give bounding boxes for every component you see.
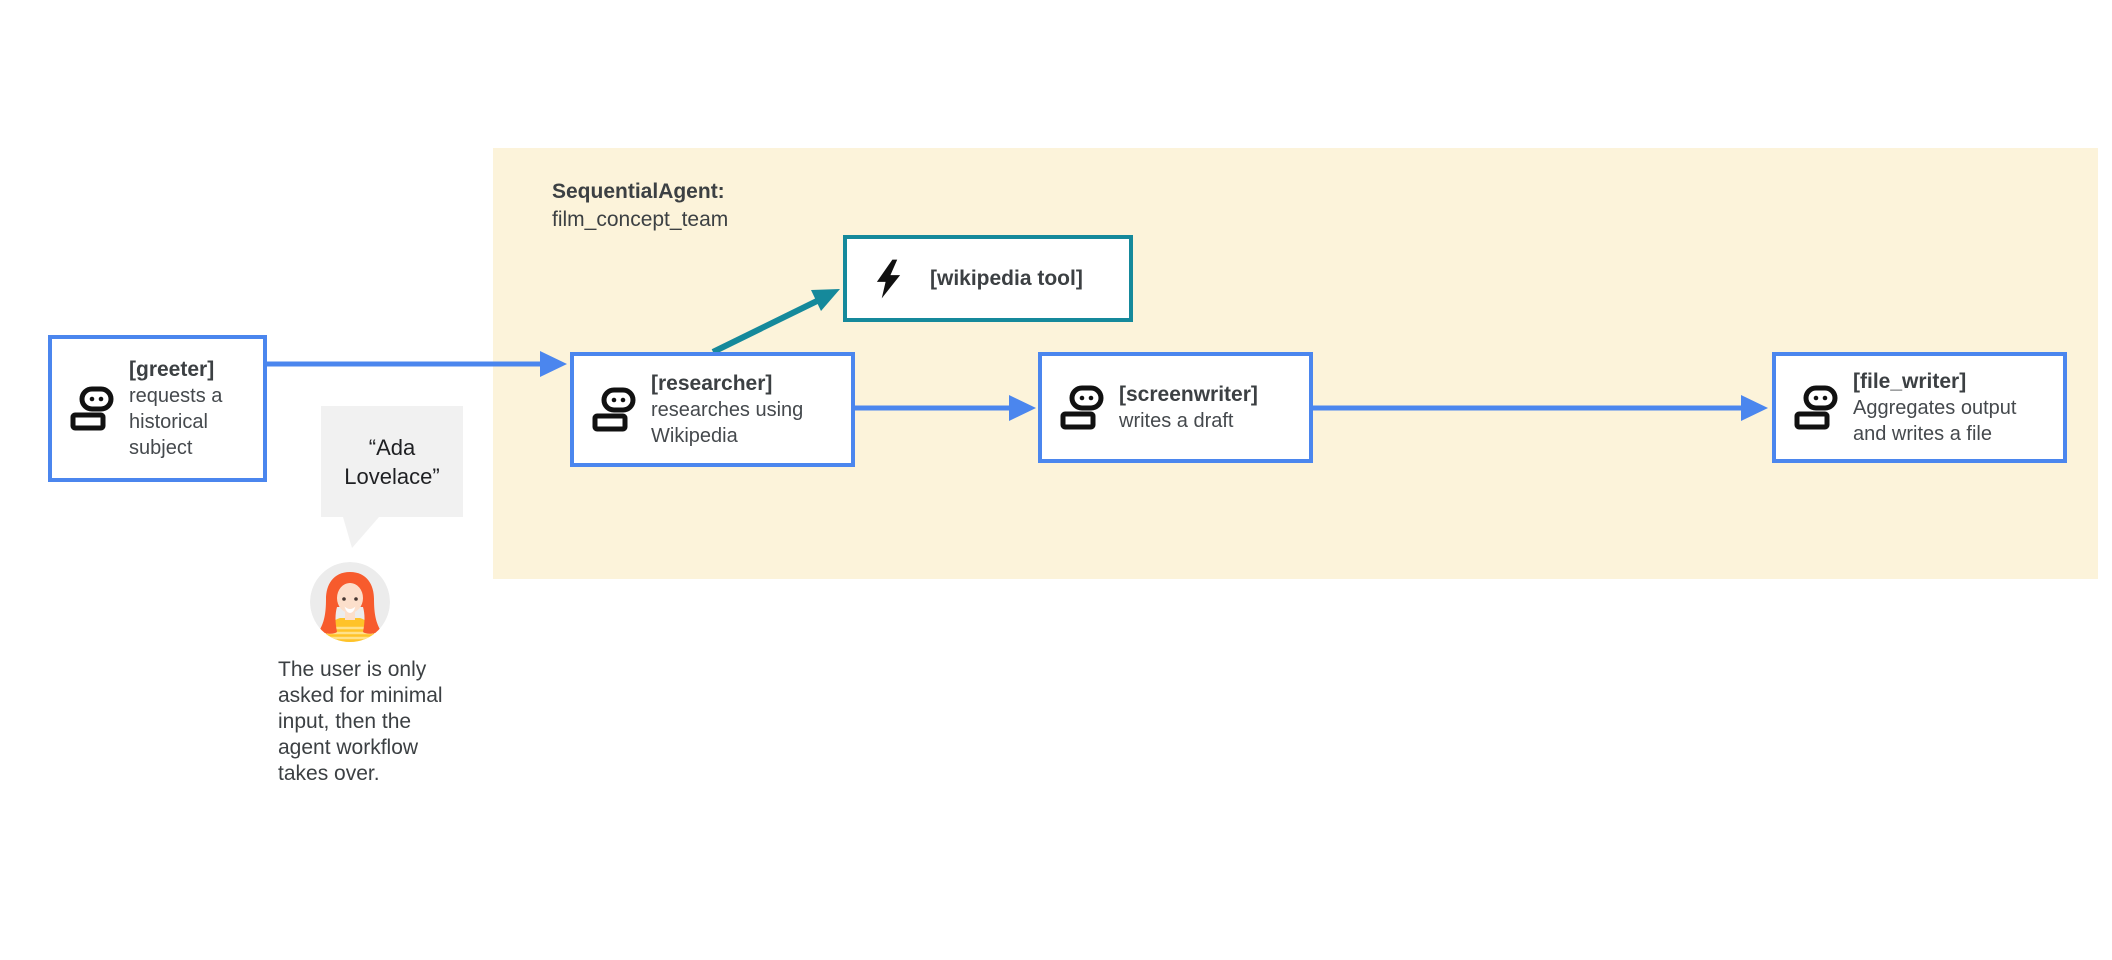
node-greeter-description: requests a historical subject xyxy=(129,385,223,459)
robot-icon xyxy=(1060,385,1104,431)
lightning-bolt-icon xyxy=(873,259,904,299)
speech-bubble-tail xyxy=(343,517,379,548)
caption-text: The user is only asked for minimal input… xyxy=(278,658,443,785)
node-researcher-description: researches using Wikipedia xyxy=(651,399,804,447)
node-greeter-name: [greeter] xyxy=(129,358,215,381)
robot-icon xyxy=(1794,385,1838,431)
robot-icon xyxy=(70,386,114,432)
node-researcher: [researcher] researches using Wikipedia xyxy=(570,352,855,467)
speech-bubble: “Ada Lovelace” xyxy=(321,406,463,548)
node-researcher-name: [researcher] xyxy=(651,372,773,395)
node-wikipedia-tool: [wikipedia tool] xyxy=(843,235,1133,322)
node-greeter: [greeter] requests a historical subject xyxy=(48,335,267,482)
node-screenwriter-name: [screenwriter] xyxy=(1119,383,1258,406)
container-label-name: film_concept_team xyxy=(552,208,729,231)
robot-icon xyxy=(592,387,636,433)
container-label-type: SequentialAgent: xyxy=(552,180,725,203)
node-file-writer-name: [file_writer] xyxy=(1853,370,1967,393)
container-label: SequentialAgent: film_concept_team xyxy=(552,178,728,234)
node-file-writer: [file_writer] Aggregates output and writ… xyxy=(1772,352,2067,463)
speech-bubble-text: “Ada Lovelace” xyxy=(344,434,440,489)
node-screenwriter-description: writes a draft xyxy=(1119,410,1234,432)
user-avatar xyxy=(310,562,390,642)
node-file-writer-description: Aggregates output and writes a file xyxy=(1853,397,2017,445)
node-screenwriter: [screenwriter] writes a draft xyxy=(1038,352,1313,463)
node-wikipedia-tool-name: [wikipedia tool] xyxy=(930,267,1083,290)
